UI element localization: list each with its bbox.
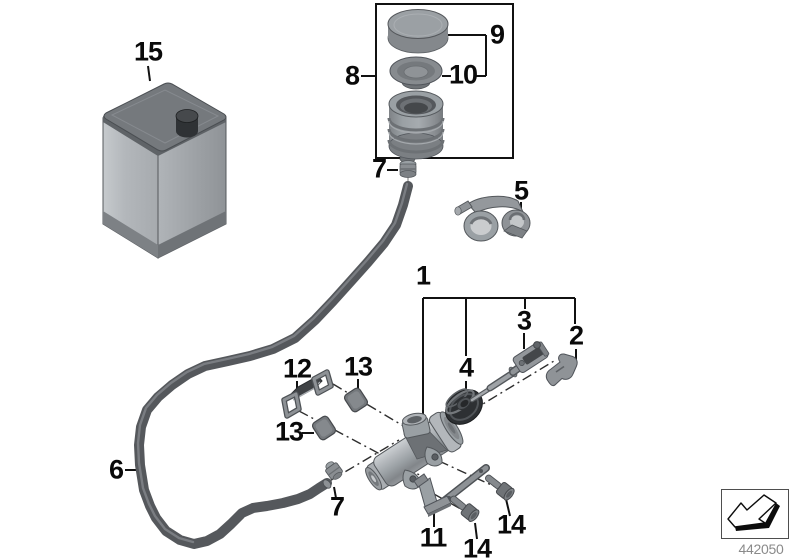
callout-7-upper[interactable]: 7 — [371, 153, 387, 184]
callout-3[interactable]: 3 — [516, 305, 532, 336]
rubber-pad-upper — [343, 387, 369, 413]
hose-end-face — [322, 479, 332, 489]
support-bracket — [413, 464, 490, 517]
callout-10[interactable]: 10 — [448, 59, 478, 90]
callout-14-lower[interactable]: 14 — [462, 533, 492, 560]
group-8-frame — [375, 3, 514, 159]
direction-arrow-icon — [727, 494, 780, 531]
fluid-can — [102, 82, 227, 259]
holder-clamp — [454, 195, 531, 242]
callout-14-upper[interactable]: 14 — [496, 509, 526, 540]
callout-5[interactable]: 5 — [513, 175, 529, 206]
reservoir-cap — [387, 9, 449, 54]
group-1-bracket — [422, 297, 576, 434]
mounting-bracket — [281, 369, 334, 419]
retaining-clip — [545, 353, 578, 387]
reservoir-diaphragm — [389, 56, 443, 90]
direction-arrow-badge — [721, 489, 789, 539]
can-spout-cap — [175, 109, 199, 138]
callout-4[interactable]: 4 — [458, 352, 474, 383]
callout-7-lower[interactable]: 7 — [329, 491, 345, 522]
callout-9[interactable]: 9 — [489, 19, 505, 50]
fluid-hose — [134, 181, 413, 549]
hose-clamp-lower — [325, 461, 343, 480]
diagram-number: 442050 — [738, 541, 784, 557]
callout-6[interactable]: 6 — [108, 454, 124, 485]
callout-13-upper[interactable]: 13 — [343, 351, 373, 382]
cylinder-inlet-port — [401, 412, 431, 439]
screw-upper — [485, 474, 515, 501]
callout-12[interactable]: 12 — [282, 353, 312, 384]
rubber-pad-lower — [311, 415, 337, 441]
fluid-reservoir — [387, 90, 445, 163]
hose-clamp-upper — [399, 160, 417, 178]
callout-15[interactable]: 15 — [133, 36, 163, 67]
pushrod — [469, 341, 550, 403]
callout-13-lower[interactable]: 13 — [274, 416, 304, 447]
callout-1[interactable]: 1 — [415, 260, 431, 291]
callout-11[interactable]: 11 — [419, 522, 448, 553]
master-cylinder-body — [365, 411, 464, 491]
callout-8[interactable]: 8 — [344, 60, 360, 91]
callout-2[interactable]: 2 — [568, 320, 584, 351]
screw-lower — [449, 495, 480, 522]
